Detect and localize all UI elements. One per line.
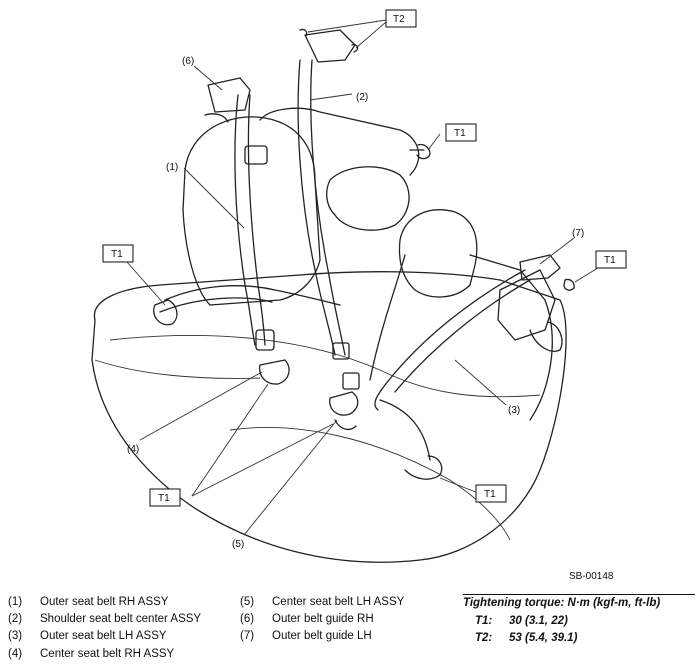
torque-row-t1: T1:30 (3.1, 22) bbox=[475, 614, 568, 627]
outer-belt-guide-lh bbox=[519, 254, 561, 281]
svg-text:T1: T1 bbox=[158, 493, 170, 504]
center-belt-lh bbox=[329, 372, 360, 431]
legend-item: (2)Shoulder seat belt center ASSY bbox=[8, 613, 202, 626]
torque-label-t1-center: T1 bbox=[149, 488, 181, 507]
callout-4: (4) bbox=[127, 444, 139, 455]
legend-col-2: (5)Center seat belt LH ASSY (6)Outer bel… bbox=[240, 594, 404, 646]
torque-label-t1-bottom: T1 bbox=[475, 484, 507, 503]
outer-belt-rh bbox=[153, 94, 341, 351]
svg-text:T1: T1 bbox=[484, 489, 496, 500]
svg-text:T1: T1 bbox=[111, 249, 123, 260]
bolt-t1-top bbox=[409, 143, 431, 160]
legend-col-1: (1)Outer seat belt RH ASSY (2)Shoulder s… bbox=[8, 594, 201, 663]
seat-belt-diagram: (1) (2) (3) (4) (5) (6) (7) T2 T1 T1 T1 … bbox=[91, 9, 627, 563]
outer-belt-guide-rh bbox=[204, 77, 251, 123]
legend-item: (1)Outer seat belt RH ASSY bbox=[8, 596, 169, 608]
center-shoulder-belt bbox=[297, 29, 356, 360]
legend-item: (6)Outer belt guide RH bbox=[240, 613, 374, 626]
rh-seat-back bbox=[182, 107, 420, 306]
torque-label-t2: T2 bbox=[385, 9, 417, 28]
legend-item: (5)Center seat belt LH ASSY bbox=[240, 596, 405, 608]
torque-label-t1-top: T1 bbox=[445, 123, 477, 142]
torque-label-t1-left: T1 bbox=[102, 244, 134, 263]
svg-text:T1: T1 bbox=[454, 128, 466, 139]
callout-6: (6) bbox=[182, 56, 194, 67]
center-belt-rh bbox=[259, 359, 290, 385]
torque-title: Tightening torque: N·m (kgf-m, ft-lb) bbox=[463, 597, 661, 609]
svg-text:T1: T1 bbox=[604, 255, 616, 266]
bolt-t1-right bbox=[563, 278, 575, 291]
callout-2: (2) bbox=[356, 92, 368, 103]
leader-lines bbox=[126, 19, 602, 536]
legend-item: (7)Outer belt guide LH bbox=[240, 630, 372, 643]
lh-seat-back bbox=[369, 209, 553, 421]
outer-belt-lh bbox=[374, 269, 563, 480]
torque-row-t2: T2:53 (5.4, 39.1) bbox=[475, 632, 578, 644]
callout-3: (3) bbox=[508, 405, 520, 416]
bolt-t2 bbox=[299, 28, 359, 53]
legend-item: (3)Outer seat belt LH ASSY bbox=[8, 630, 167, 643]
legend-item: (4)Center seat belt RH ASSY bbox=[8, 647, 175, 660]
callout-5: (5) bbox=[232, 539, 244, 550]
figure-reference: SB-00148 bbox=[569, 571, 614, 582]
torque-table: Tightening torque: N·m (kgf-m, ft-lb) T1… bbox=[463, 594, 695, 648]
callout-7: (7) bbox=[572, 228, 584, 239]
torque-label-t1-right: T1 bbox=[595, 250, 627, 269]
seat-cushion bbox=[91, 271, 567, 563]
callout-1: (1) bbox=[166, 162, 178, 173]
svg-text:T2: T2 bbox=[393, 14, 405, 25]
